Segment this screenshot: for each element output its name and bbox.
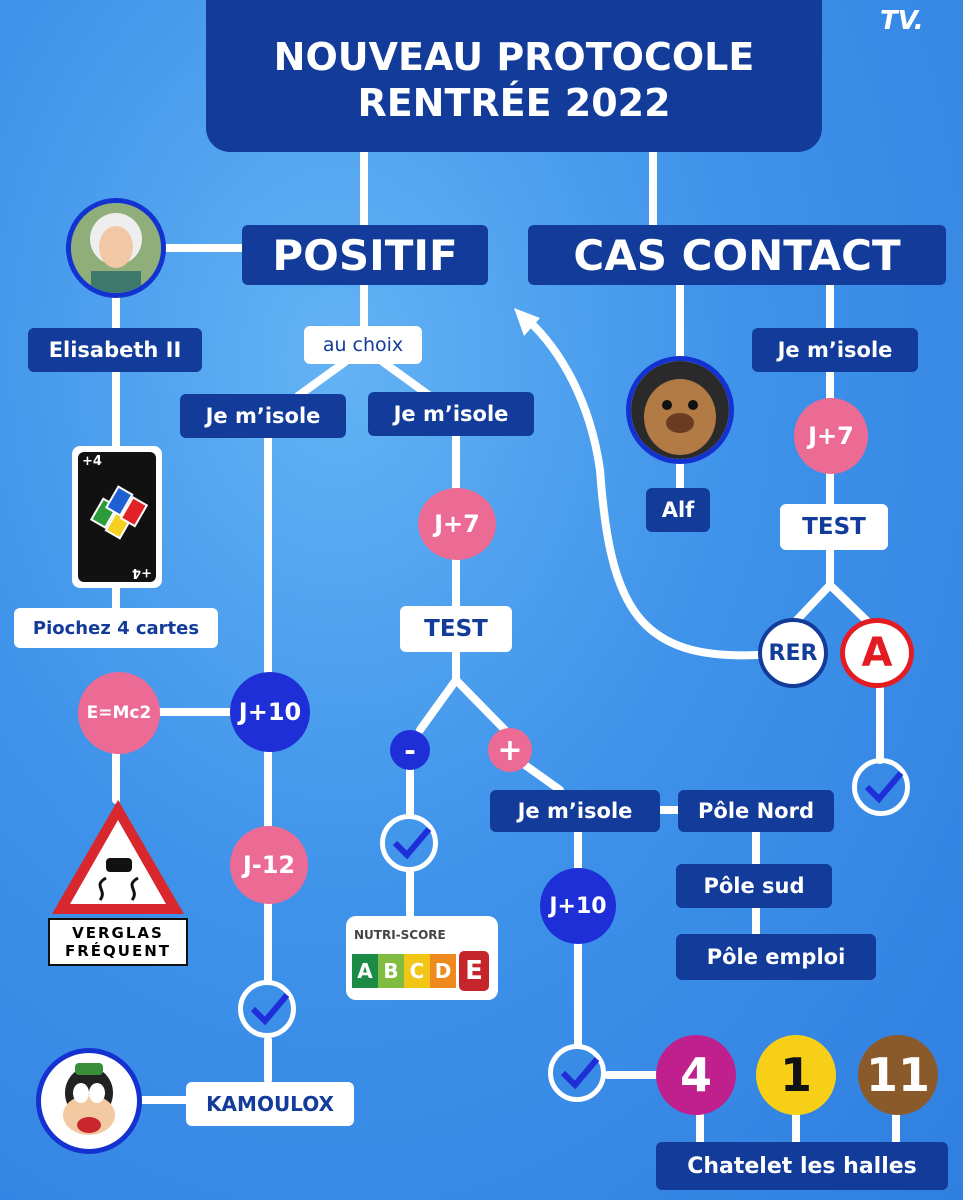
nutri-e: E <box>456 948 492 994</box>
au-choix-label: au choix <box>304 326 422 364</box>
queen-portrait <box>66 198 166 298</box>
right-j7-circle: J+7 <box>418 488 496 560</box>
nutri-score-label: NUTRI-SCORE <box>354 928 446 942</box>
check-mark <box>250 993 290 1026</box>
queen-portrait-icon <box>71 203 161 293</box>
rer-a-badge: A <box>840 618 914 688</box>
header-title-line2: RENTRÉE 2022 <box>357 81 671 125</box>
positif-right-isole: Je m’isole <box>368 392 534 436</box>
nutri-a: A <box>352 954 378 988</box>
slippery-road-icon <box>52 800 184 914</box>
positive-isole: Je m’isole <box>490 790 660 832</box>
formula-circle: E=Mc2 <box>78 672 160 754</box>
check-mark <box>864 771 904 804</box>
station-label: Chatelet les halles <box>656 1142 948 1190</box>
kamoulox-label: KAMOULOX <box>186 1082 354 1126</box>
nutri-score-badge: NUTRI-SCORE A B C D E <box>346 916 498 1000</box>
check-mark <box>392 827 432 860</box>
positive-check-icon <box>548 1044 606 1102</box>
sign-line2: FRÉQUENT <box>64 942 171 960</box>
alf-portrait-icon <box>631 361 729 459</box>
pole-sud: Pôle sud <box>676 864 832 908</box>
queen-label: Elisabeth II <box>28 328 202 372</box>
contact-test-box: TEST <box>780 504 888 550</box>
positif-left-isole: Je m’isole <box>180 394 346 438</box>
rer-badge: RER <box>758 618 828 688</box>
uno-card-icon: +4 +4 <box>72 446 162 588</box>
left-check-icon <box>238 980 296 1038</box>
slippery-road-sign: VERGLAS FRÉQUENT <box>48 796 188 976</box>
pole-emploi: Pôle emploi <box>676 934 876 980</box>
sign-line1: VERGLAS <box>72 924 164 942</box>
positif-title: POSITIF <box>242 225 488 285</box>
alf-portrait <box>626 356 734 464</box>
uno-card-top-label: +4 <box>82 454 102 469</box>
alf-label: Alf <box>646 488 710 532</box>
cas-contact-title: CAS CONTACT <box>528 225 946 285</box>
contact-j7-circle: J+7 <box>794 398 868 474</box>
nutri-d: D <box>430 954 456 988</box>
metro-line-1: 1 <box>756 1035 836 1115</box>
header-title-line1: NOUVEAU PROTOCOLE <box>273 35 755 79</box>
negative-result: - <box>390 730 430 770</box>
left-j12-circle: J-12 <box>230 826 308 904</box>
check-mark <box>560 1057 600 1090</box>
contact-check-icon <box>852 758 910 816</box>
nutri-b: B <box>378 954 404 988</box>
nutri-c: C <box>404 954 430 988</box>
goofy-portrait <box>36 1048 142 1154</box>
contact-isole: Je m’isole <box>752 328 918 372</box>
positive-j10-circle: J+10 <box>540 868 616 944</box>
pole-nord: Pôle Nord <box>678 790 834 832</box>
metro-line-4: 4 <box>656 1035 736 1115</box>
uno-card-cards <box>89 485 149 540</box>
cards-label: Piochez 4 cartes <box>14 608 218 648</box>
left-j10-circle: J+10 <box>230 672 310 752</box>
protocol-header: NOUVEAU PROTOCOLE RENTRÉE 2022 <box>206 0 822 152</box>
right-test-box: TEST <box>400 606 512 652</box>
channel-logo: TV. <box>880 6 924 36</box>
positive-result: + <box>488 728 532 772</box>
negative-check-icon <box>380 814 438 872</box>
metro-line-11: 11 <box>858 1035 938 1115</box>
goofy-portrait-icon <box>63 1063 115 1135</box>
